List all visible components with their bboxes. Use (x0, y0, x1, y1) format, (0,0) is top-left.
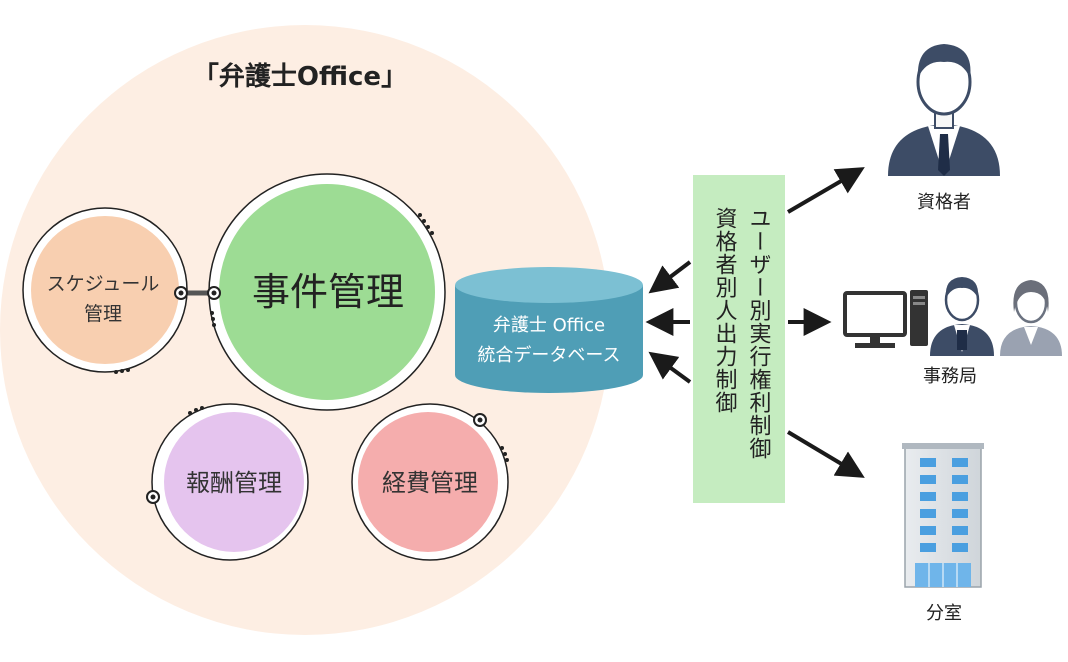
building-icon (902, 443, 984, 588)
case-module (219, 184, 435, 400)
schedule-module-label-1: スケジュール (47, 273, 160, 295)
case-module-label: 事件管理 (252, 270, 404, 314)
building-window (952, 526, 968, 535)
access-control-panel (693, 175, 785, 503)
arrow-to-qualified (786, 167, 865, 214)
male-staff-icon (930, 277, 994, 356)
computer-icon (843, 290, 928, 348)
fee-module (164, 412, 304, 552)
database-label-2: 統合データベース (477, 345, 620, 366)
building-window (952, 492, 968, 501)
office-label: 事務局 (923, 366, 977, 387)
building-window (952, 543, 968, 552)
building-window (920, 509, 936, 518)
building-window (952, 458, 968, 467)
building-window (952, 475, 968, 484)
building-window (920, 475, 936, 484)
lawyer-person-icon (888, 44, 1000, 176)
schedule-module-label-2: 管理 (84, 303, 122, 325)
building-window (920, 526, 936, 535)
building-window (920, 543, 936, 552)
arrow-panel-to-db-bottom (648, 351, 692, 384)
database-label-1: 弁護士 Office (493, 315, 605, 336)
arrow-to-branch (786, 430, 865, 478)
control-label-column-1: ユーザー別実行権利制御 (746, 207, 772, 460)
building-window (920, 458, 936, 467)
fee-module-label: 報酬管理 (186, 469, 282, 497)
female-staff-icon (1000, 280, 1062, 356)
system-title: 「弁護士Office」 (193, 61, 407, 92)
branch-label: 分室 (926, 603, 962, 624)
building-window (920, 492, 936, 501)
arrow-panel-to-db-top (648, 260, 692, 294)
expense-module-label: 経費管理 (382, 469, 478, 497)
control-label-column-2: 資格者別人出力制御 (712, 207, 738, 414)
flow-arrows (645, 167, 865, 478)
ring-dot-accents (114, 213, 509, 462)
database-cylinder (455, 267, 643, 393)
schedule-module (31, 216, 179, 364)
qualified-label: 資格者 (917, 192, 971, 213)
expense-module (358, 412, 498, 552)
building-window (952, 509, 968, 518)
